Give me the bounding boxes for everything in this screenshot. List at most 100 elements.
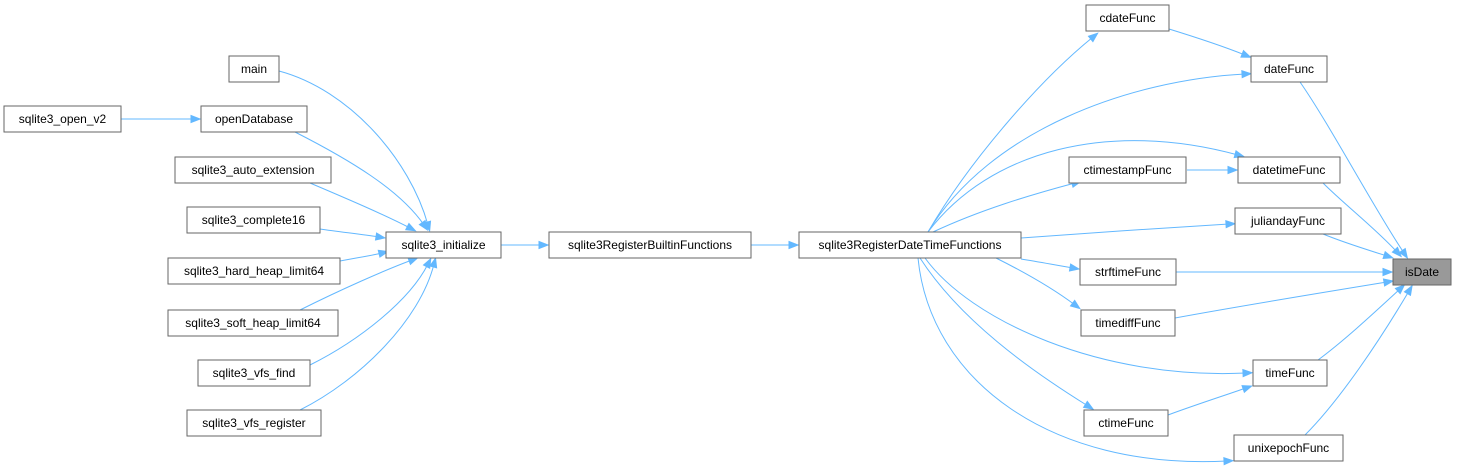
edge-sqlite3_vfs_find-to-sqlite3_initialize: [309, 257, 432, 366]
node-sqlite3_vfs_register[interactable]: sqlite3_vfs_register: [186, 409, 322, 437]
edge-arrowhead: [1241, 69, 1253, 79]
node-box: [186, 409, 322, 437]
edge-line: [927, 73, 1246, 233]
node-sqlite3RegisterDateTimeFunctions[interactable]: sqlite3RegisterDateTimeFunctions: [798, 231, 1022, 259]
edge-line: [919, 257, 1089, 407]
edge-sqlite3RegisterDateTimeFunctions-to-juliandayFunc: [1020, 219, 1237, 239]
edge-sqlite3RegisterDateTimeFunctions-to-dateFunc: [927, 69, 1253, 233]
node-sqlite3_open_v2[interactable]: sqlite3_open_v2: [3, 105, 122, 133]
node-ctimeFunc[interactable]: ctimeFunc: [1083, 409, 1169, 437]
node-main[interactable]: main: [228, 55, 280, 83]
node-sqlite3_complete16[interactable]: sqlite3_complete16: [186, 206, 321, 234]
edge-line: [309, 263, 429, 366]
node-box: [167, 257, 341, 285]
node-label: isDate: [1405, 265, 1439, 279]
node-box: [798, 231, 1022, 259]
node-label: sqlite3_vfs_register: [202, 416, 305, 430]
edge-line: [917, 257, 1228, 463]
edge-line: [309, 182, 411, 229]
edge-cdateFunc-to-dateFunc: [1168, 28, 1252, 58]
edge-ctimeFunc-to-timeFunc: [1167, 385, 1253, 416]
node-sqlite3_initialize[interactable]: sqlite3_initialize: [385, 231, 502, 259]
edge-arrowhead: [422, 257, 432, 270]
edge-sqlite3RegisterDateTimeFunctions-to-cdateFunc: [927, 32, 1099, 233]
edge-sqlite3_auto_extension-to-sqlite3_initialize: [309, 182, 417, 232]
edge-sqlite3RegisterDateTimeFunctions-to-datetimeFunc: [927, 140, 1246, 233]
node-box: [3, 105, 122, 133]
edge-arrowhead: [1382, 250, 1395, 259]
node-label: juliandayFunc: [1250, 214, 1325, 228]
node-cdateFunc[interactable]: cdateFunc: [1085, 4, 1170, 32]
node-box: [200, 105, 308, 133]
node-openDatabase[interactable]: openDatabase: [200, 105, 308, 133]
node-sqlite3_hard_heap_limit64[interactable]: sqlite3_hard_heap_limit64: [167, 257, 341, 285]
node-ctimestampFunc[interactable]: ctimestampFunc: [1068, 156, 1187, 184]
edge-arrowhead: [1382, 278, 1395, 287]
edge-arrowhead: [1082, 400, 1095, 410]
edge-line: [1304, 290, 1410, 436]
node-box: [186, 206, 321, 234]
node-strftimeFunc[interactable]: strftimeFunc: [1079, 258, 1177, 286]
node-label: sqlite3RegisterBuiltinFunctions: [568, 238, 732, 252]
edge-arrowhead: [1391, 246, 1403, 258]
edge-line: [339, 252, 383, 262]
node-dateFunc[interactable]: dateFunc: [1250, 55, 1328, 83]
node-box: [167, 309, 339, 337]
node-label: ctimeFunc: [1098, 416, 1153, 430]
edge-strftimeFunc-to-isDate: [1176, 267, 1394, 277]
edge-arrowhead: [429, 256, 438, 269]
node-box: [1250, 55, 1328, 83]
edge-arrowhead: [1242, 368, 1254, 378]
node-sqlite3RegisterBuiltinFunctions[interactable]: sqlite3RegisterBuiltinFunctions: [548, 231, 752, 259]
edge-line: [1174, 281, 1388, 319]
node-label: unixepochFunc: [1248, 441, 1329, 455]
edge-line: [927, 140, 1239, 233]
node-timeFunc[interactable]: timeFunc: [1252, 359, 1328, 387]
node-label: sqlite3_hard_heap_limit64: [184, 264, 324, 278]
edge-sqlite3RegisterDateTimeFunctions-to-ctimestampFunc: [932, 179, 1083, 233]
edge-line: [1020, 258, 1074, 269]
edge-arrowhead: [1225, 219, 1237, 229]
edge-juliandayFunc-to-isDate: [1322, 233, 1395, 259]
edge-sqlite3RegisterDateTimeFunctions-to-ctimeFunc: [919, 257, 1095, 410]
node-box: [1234, 207, 1342, 235]
node-box: [197, 359, 311, 387]
edge-sqlite3RegisterBuiltinFunctions-to-sqlite3RegisterDateTimeFunctions: [751, 240, 800, 250]
edge-line: [1322, 182, 1398, 253]
edge-timeFunc-to-isDate: [1317, 284, 1406, 361]
node-datetimeFunc[interactable]: datetimeFunc: [1237, 156, 1341, 184]
node-box: [385, 231, 502, 259]
edge-line: [995, 257, 1076, 306]
node-box: [1080, 309, 1176, 337]
edge-line: [278, 70, 429, 226]
edge-timediffFunc-to-isDate: [1174, 278, 1395, 319]
edge-arrowhead: [418, 219, 429, 232]
edge-line: [299, 263, 435, 411]
node-sqlite3_auto_extension[interactable]: sqlite3_auto_extension: [174, 156, 332, 184]
edge-sqlite3RegisterDateTimeFunctions-to-unixepochFunc: [917, 257, 1235, 466]
graph-edges: [121, 28, 1413, 466]
edge-ctimestampFunc-to-datetimeFunc: [1187, 165, 1239, 175]
edge-line: [924, 257, 1247, 375]
node-sqlite3_vfs_find[interactable]: sqlite3_vfs_find: [197, 359, 311, 387]
node-timediffFunc[interactable]: timediffFunc: [1080, 309, 1176, 337]
node-box: [1079, 258, 1177, 286]
edge-arrowhead: [407, 257, 419, 266]
edge-arrowhead: [1068, 263, 1081, 272]
node-unixepochFunc[interactable]: unixepochFunc: [1233, 434, 1344, 462]
edge-line: [1168, 28, 1246, 56]
edge-arrowhead: [1069, 299, 1081, 310]
edge-openDatabase-to-sqlite3_initialize: [294, 131, 429, 232]
edge-datetimeFunc-to-isDate: [1322, 182, 1403, 258]
node-label: sqlite3_vfs_find: [213, 366, 296, 380]
node-isDate: isDate: [1392, 258, 1452, 286]
edge-arrowhead: [1223, 456, 1235, 466]
edge-arrowhead: [1398, 247, 1409, 260]
node-box: [1083, 409, 1169, 437]
node-sqlite3_soft_heap_limit64[interactable]: sqlite3_soft_heap_limit64: [167, 309, 339, 337]
edge-sqlite3_complete16-to-sqlite3_initialize: [319, 228, 387, 241]
node-label: sqlite3_initialize: [401, 238, 485, 252]
node-juliandayFunc[interactable]: juliandayFunc: [1234, 207, 1342, 235]
edge-arrowhead: [1087, 32, 1099, 43]
node-label: sqlite3_open_v2: [19, 112, 107, 126]
